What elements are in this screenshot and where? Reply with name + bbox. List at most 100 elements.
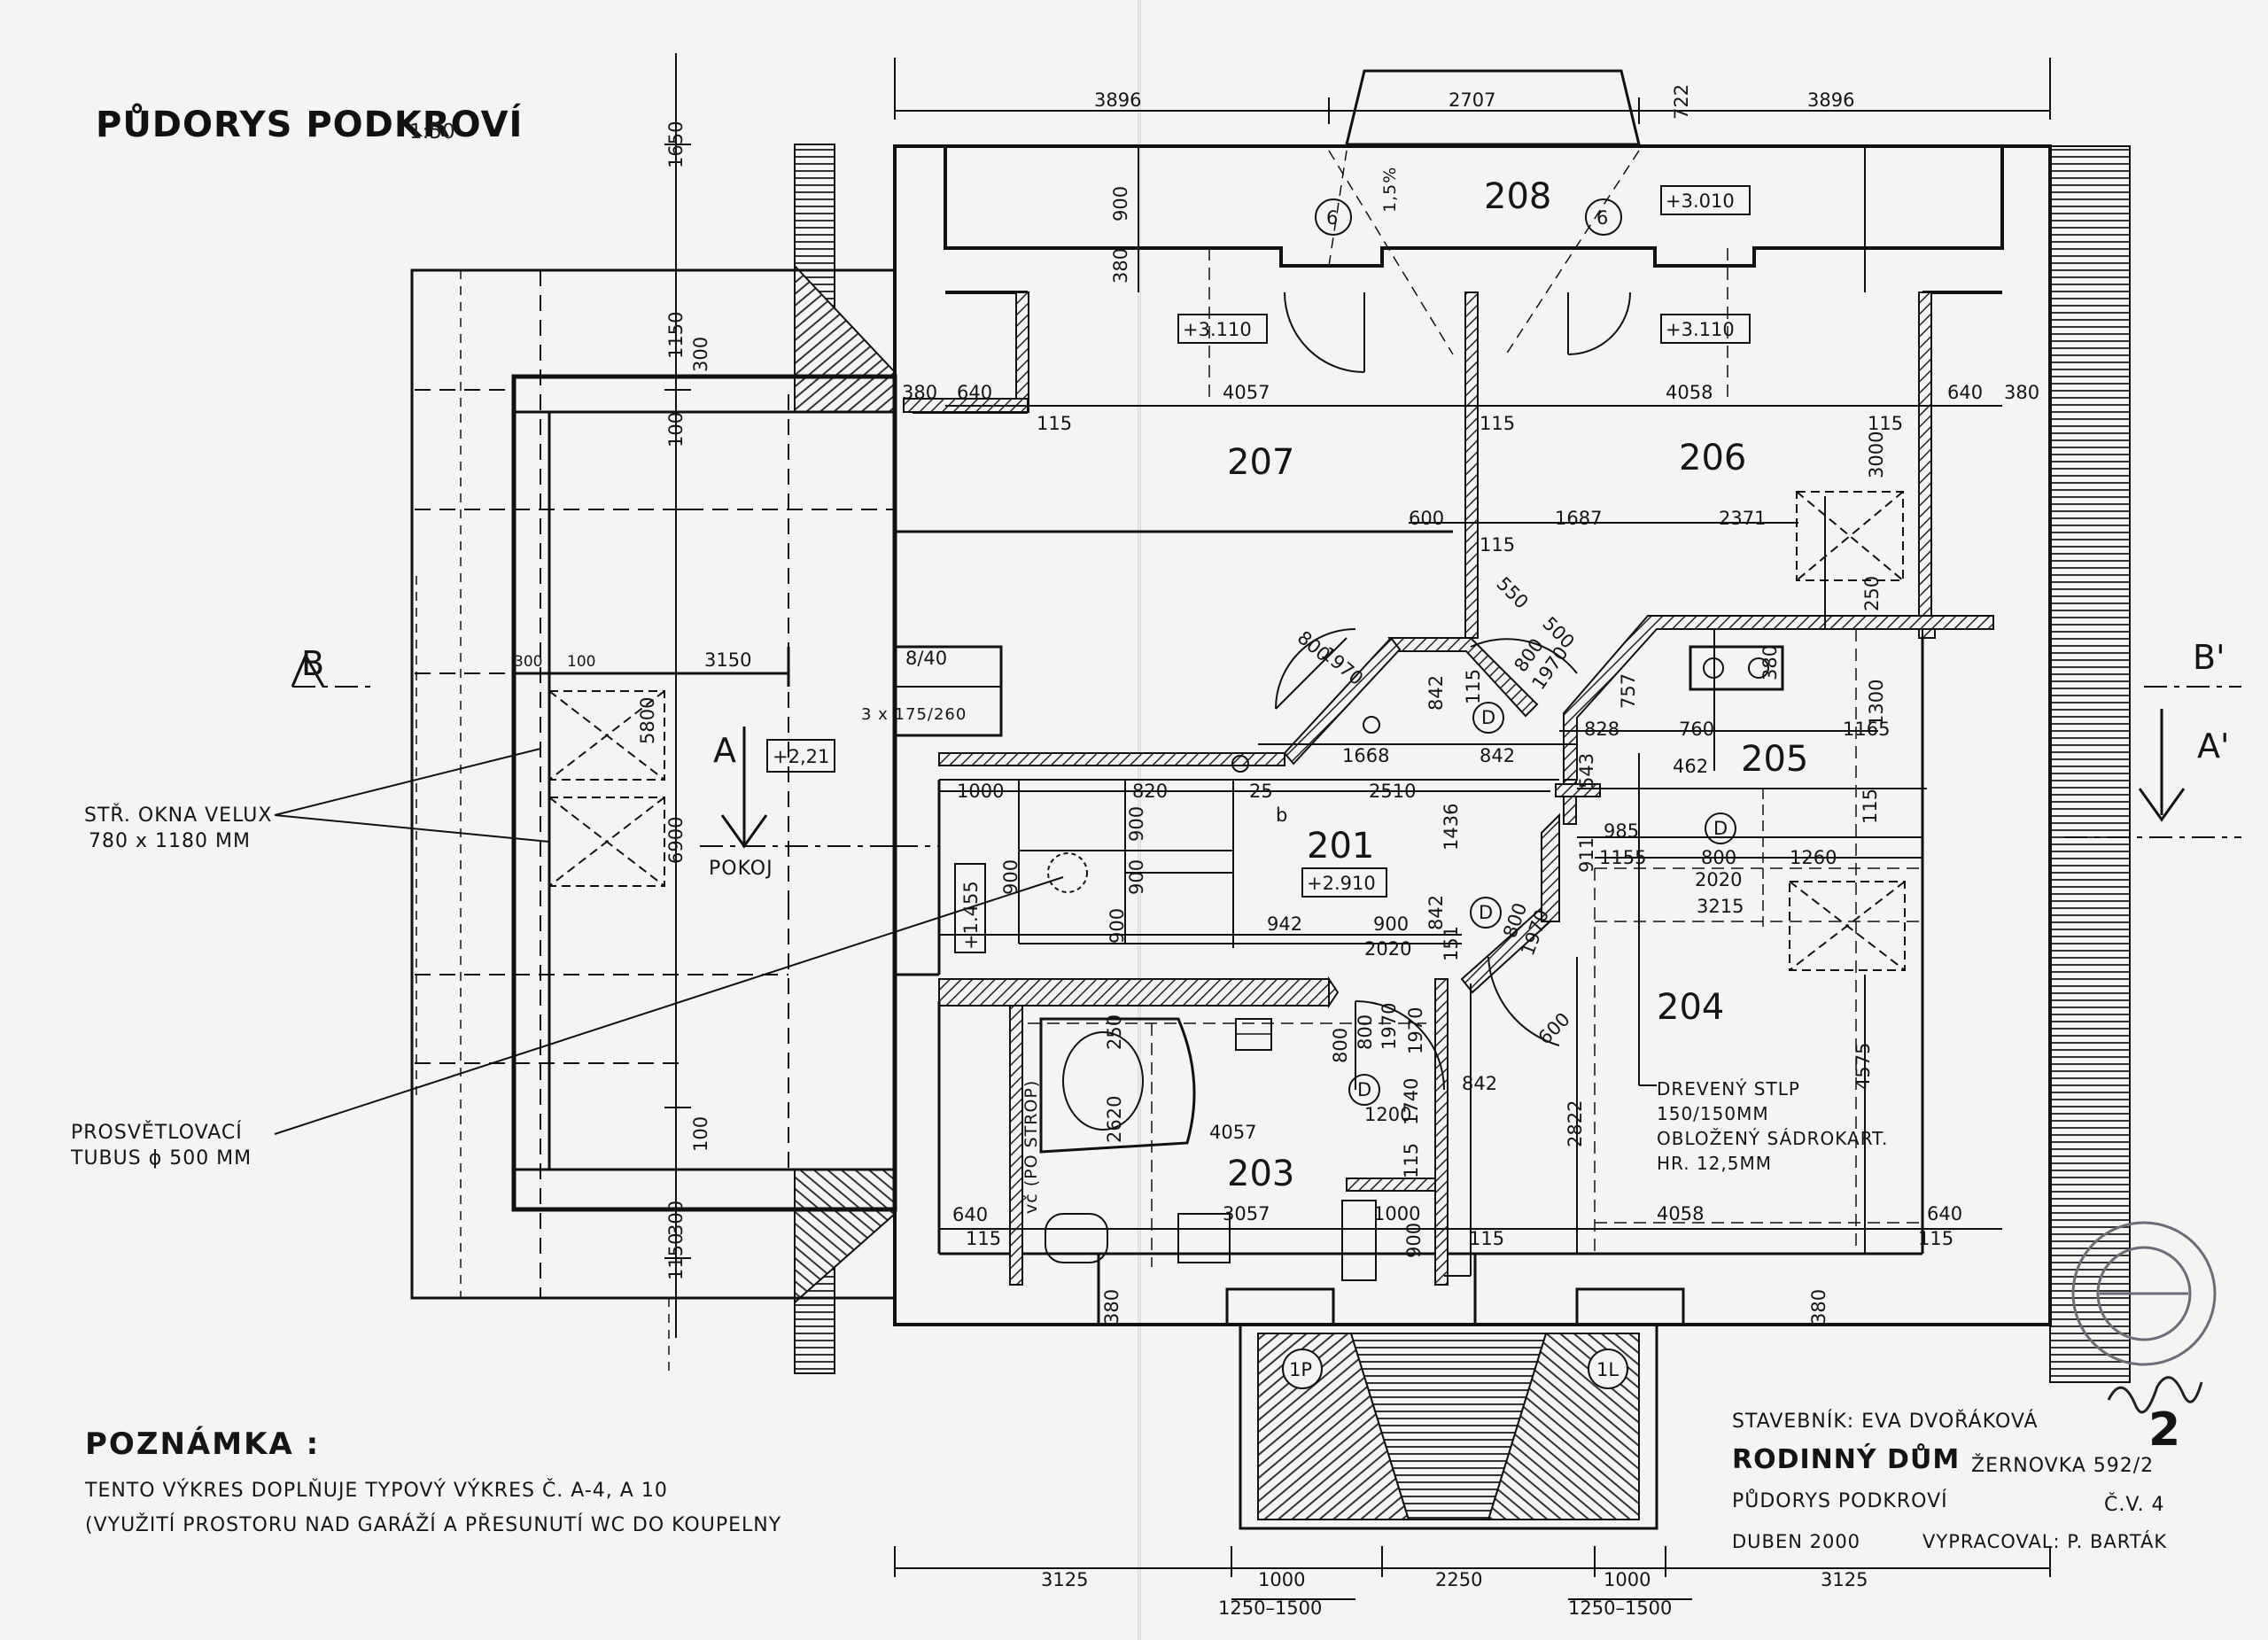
dim-p36: 820: [1132, 781, 1168, 802]
dim-bottom-5: 3125: [1821, 1569, 1868, 1590]
label-velux-1: STŘ. OKNA VELUX: [84, 804, 272, 827]
dim-p51: 900: [1126, 859, 1147, 895]
level-tags: +3.010 +3.110 +3.110 +2,21 +2.910 +1.455: [766, 185, 1751, 953]
dim-p70: 4057: [1209, 1122, 1256, 1143]
label-vc-strop: vč (PO STROP): [1021, 1080, 1041, 1214]
label-velux-2: 780 x 1180 MM: [89, 830, 251, 852]
section-a-left: A: [713, 731, 736, 770]
level-206: +3.110: [1666, 319, 1735, 340]
dim-p74: 115: [1860, 789, 1881, 824]
level-207: +3.110: [1183, 319, 1252, 340]
room-201: 201: [1307, 826, 1374, 867]
section-a-right: A': [2197, 727, 2229, 766]
dim-p43: 985: [1604, 820, 1639, 842]
approval-stamp: [2071, 1221, 2217, 1366]
dim-p46: 1260: [1790, 847, 1837, 868]
drawing-scale: 1:50: [409, 120, 455, 144]
door-tag-b: b: [1276, 804, 1287, 826]
dim-p52: 900: [1107, 908, 1128, 944]
dim-top-3: 3896: [1807, 89, 1854, 111]
dim-bottom-1: 3125: [1041, 1569, 1088, 1590]
dims-bottom: 3125 1000 2250 1000 3125 1250–1500 1250–…: [1041, 1569, 1868, 1619]
dim-p9: 115: [1480, 534, 1515, 556]
dim-p63: 250: [1104, 1014, 1125, 1050]
dim-p8: 115: [1868, 413, 1903, 434]
dim-p34: 100: [567, 653, 595, 671]
room-206: 206: [1679, 438, 1746, 478]
label-tubus-2: TUBUS ϕ 500 MM: [70, 1147, 252, 1170]
door-tag-d4: D: [1357, 1079, 1371, 1100]
dim-p68: 1200: [1364, 1104, 1411, 1125]
section-b-right: B': [2193, 638, 2225, 677]
dim-left-4: 1150: [665, 312, 687, 359]
drawing-title: PŮDORYS PODKROVÍ: [96, 105, 524, 145]
dim-p50: 900: [1000, 859, 1021, 895]
tb-author: VYPRACOVAL: P. BARTÁK: [1922, 1531, 2168, 1552]
door-tag-6b: 6: [1596, 207, 1608, 229]
dim-p56: 842: [1425, 895, 1447, 930]
level-201: +2.910: [1307, 873, 1376, 894]
label-stlp-2: 150/150MM: [1657, 1103, 1769, 1124]
dim-p35: 1000: [957, 781, 1004, 802]
dim-p24: 757: [1618, 673, 1639, 709]
note-line-1: TENTO VÝKRES DOPLŇUJE TYPOVÝ VÝKRES Č. A…: [85, 1480, 668, 1502]
dim-p26: 1668: [1342, 745, 1389, 766]
dim-p54: 900: [1373, 913, 1409, 935]
dim-p32: 3150: [704, 649, 751, 671]
door-tag-d3: D: [1479, 902, 1493, 923]
dim-p6: 380: [2004, 382, 2039, 403]
dim-p67: 1740: [1401, 1078, 1422, 1125]
dim-p62: 1970: [1379, 1003, 1400, 1050]
level-stair: +1.455: [960, 881, 982, 950]
tb-address: ŽERNOVKA 592/2: [1971, 1455, 2155, 1477]
tb-project: RODINNÝ DŮM: [1732, 1444, 1961, 1475]
room-203: 203: [1227, 1154, 1294, 1194]
level-pokoj: +2,21: [773, 746, 829, 767]
plan-labels: POKOJ 3 x 175/260 vč (PO STROP) STŘ. OKN…: [70, 167, 1887, 1214]
dim-bottom-4: 1000: [1604, 1569, 1651, 1590]
label-tubus-1: PROSVĚTLOVACÍ: [71, 1121, 243, 1144]
dim-p49: 900: [1126, 806, 1147, 842]
dim-left-2: 900: [1110, 186, 1131, 222]
dim-p80: 640: [1927, 1203, 1962, 1224]
dim-p3: 4057: [1223, 382, 1270, 403]
dim-p66: 1970: [1405, 1007, 1426, 1054]
dim-top-2: 2707: [1449, 89, 1495, 111]
dim-p48: 3215: [1697, 896, 1744, 917]
dim-left-8: 6900: [665, 817, 687, 864]
dim-p60: 600: [1534, 1008, 1574, 1048]
dim-p83: 900: [1403, 1223, 1425, 1258]
dim-p2: 115: [1037, 413, 1072, 434]
dim-p0: 380: [902, 382, 937, 403]
dim-p71: 115: [1401, 1143, 1422, 1178]
room-204: 204: [1657, 987, 1724, 1028]
dim-p69: 842: [1462, 1073, 1497, 1094]
dim-left-5: 300: [690, 337, 711, 372]
label-slope: 1,5%: [1380, 167, 1400, 213]
door-tag-6a: 6: [1326, 207, 1338, 229]
dim-p1: 640: [957, 382, 992, 403]
dim-p64: 2620: [1104, 1096, 1125, 1143]
room-205: 205: [1741, 739, 1808, 780]
tb-page-number: 2: [2148, 1403, 2182, 1457]
dim-left-10: 300: [665, 1201, 687, 1236]
level-208: +3.010: [1666, 190, 1735, 212]
tb-date: DUBEN 2000: [1732, 1531, 1861, 1552]
dim-p30: 1165: [1843, 719, 1890, 740]
dim-p81: 115: [1918, 1228, 1953, 1249]
dim-left-7: 5800: [637, 697, 658, 744]
dim-top-4: 722: [1671, 84, 1692, 120]
dim-p39: 543: [1576, 753, 1597, 789]
door-tag-1l: 1L: [1596, 1359, 1619, 1380]
dim-p31: 8/40: [905, 648, 947, 669]
roof-eaves-right: [2049, 145, 2131, 1383]
dim-p4: 4058: [1666, 382, 1713, 403]
door-tags: 6 6 D D D D 1P 1L b: [1231, 198, 1736, 1389]
dims-left: 1650 900 380 1150 300 100 5800 6900 100 …: [637, 121, 1131, 1280]
dim-p25: 380: [1759, 645, 1781, 680]
dim-p84: 380: [1101, 1289, 1122, 1325]
dim-p15: 550: [1492, 573, 1532, 613]
dim-p82: 115: [1469, 1228, 1504, 1249]
interior-walls: [903, 291, 1994, 1286]
